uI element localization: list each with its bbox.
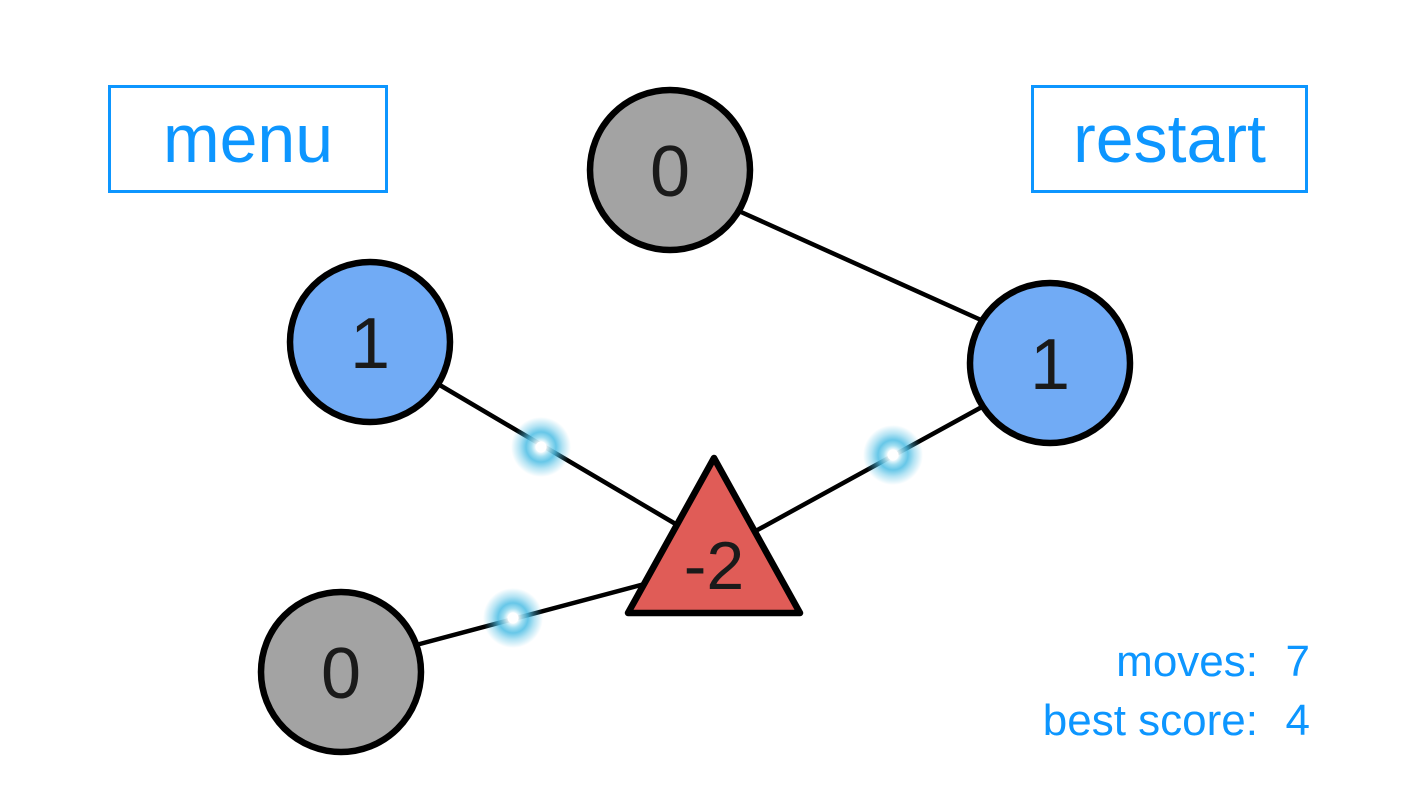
score-panel: moves: 7 best score: 4 — [1043, 633, 1310, 750]
restart-button[interactable]: restart — [1031, 85, 1308, 193]
edge-marker-core-icon[interactable] — [887, 449, 899, 461]
graph-node-gray[interactable]: 0 — [586, 86, 754, 254]
best-score-row: best score: 4 — [1043, 692, 1310, 751]
edge-markers-layer — [483, 417, 923, 648]
graph-node-blue[interactable]: 1 — [286, 258, 454, 426]
edge-marker-core-icon[interactable] — [535, 441, 547, 453]
node-circle-shape[interactable] — [586, 86, 754, 254]
edge-marker-core-icon[interactable] — [507, 612, 519, 624]
moves-row: moves: 7 — [1043, 633, 1310, 692]
moves-value: 7 — [1285, 637, 1310, 686]
node-circle-shape[interactable] — [257, 588, 425, 756]
node-circle-shape[interactable] — [286, 258, 454, 426]
menu-button[interactable]: menu — [108, 85, 388, 193]
graph-node-blue[interactable]: 1 — [966, 279, 1134, 447]
graph-node-red[interactable]: -2 — [624, 454, 804, 617]
graph-edge[interactable] — [738, 209, 984, 323]
node-triangle-shape[interactable] — [624, 454, 804, 617]
node-circle-shape[interactable] — [966, 279, 1134, 447]
moves-label: moves: — [1116, 637, 1258, 686]
graph-edge[interactable] — [749, 405, 983, 536]
graph-node-gray[interactable]: 0 — [257, 588, 425, 756]
best-score-label: best score: — [1042, 695, 1258, 745]
best-score-value: 4 — [1285, 695, 1310, 745]
